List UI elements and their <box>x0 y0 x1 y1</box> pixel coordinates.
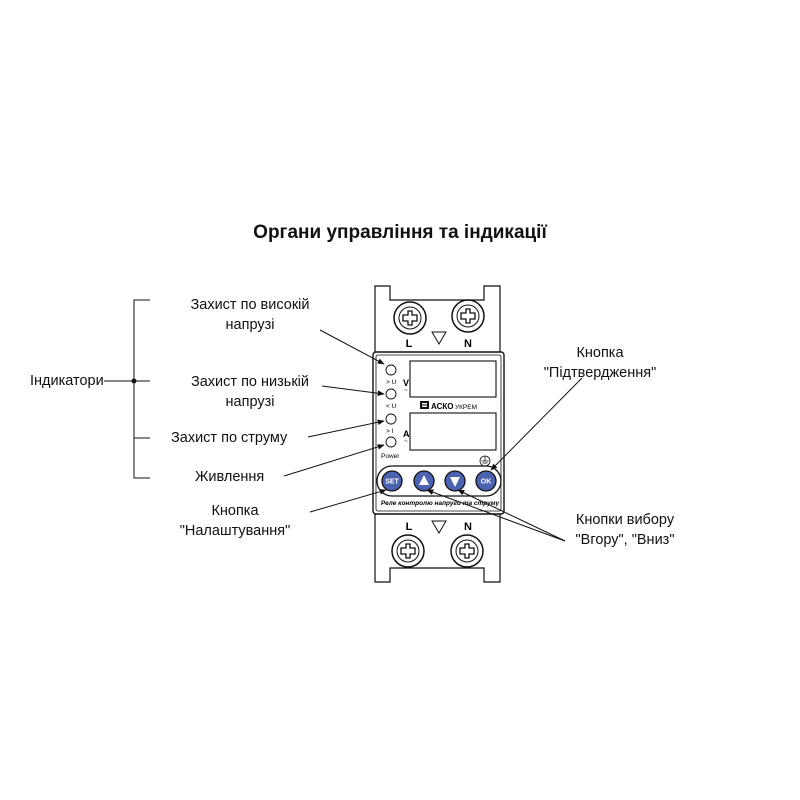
led-label-power: Power <box>381 453 400 460</box>
label-high-voltage-line2: напрузі <box>225 317 275 333</box>
label-low-voltage: Захист по низькій напрузі <box>160 372 340 412</box>
led-low-voltage <box>385 388 397 400</box>
down-arrow-icon <box>450 477 460 487</box>
label-indicators: Індикатори <box>30 373 104 389</box>
led-label-low-voltage: < U <box>386 403 397 410</box>
led-label-current: > I <box>386 428 394 435</box>
label-updown-buttons: Кнопки вибору "Вгору", "Вниз" <box>545 510 705 550</box>
ok-button[interactable] <box>475 470 497 492</box>
display-voltage <box>409 360 497 398</box>
device-footer-text: Реле контролю напруги та струму <box>381 500 500 507</box>
label-low-voltage-line1: Захист по низькій <box>190 374 309 390</box>
label-updown-line1: Кнопки вибору <box>575 512 675 528</box>
button-panel <box>376 465 502 497</box>
brand-logo: АСКО УКРЕМ <box>420 401 477 411</box>
label-updown-line2: "Вгору", "Вниз" <box>575 532 675 548</box>
led-label-high-voltage: > U <box>386 379 397 386</box>
up-button-leader <box>426 489 566 542</box>
label-low-voltage-line2: напрузі <box>225 394 275 410</box>
led-current <box>385 413 397 425</box>
label-set-button: Кнопка "Налаштування" <box>160 501 310 541</box>
label-ok-button: Кнопка "Підтвердження" <box>515 343 685 383</box>
label-set-button-line1: Кнопка <box>211 503 259 519</box>
label-set-button-line2: "Налаштування" <box>179 523 291 539</box>
indicator-bracket <box>133 299 150 479</box>
unit-voltage: V <box>403 378 409 388</box>
brand-suffix: УКРЕМ <box>455 404 477 411</box>
label-ok-button-line1: Кнопка <box>576 345 624 361</box>
low-voltage-leader <box>321 385 385 396</box>
callout-lines <box>104 299 583 542</box>
triangle-top-icon <box>431 331 447 345</box>
label-power: Живлення <box>195 469 265 485</box>
current-leader <box>307 419 385 438</box>
power-leader <box>283 444 385 477</box>
terminal-screw-top-right <box>451 299 485 333</box>
label-current: Захист по струму <box>171 430 288 446</box>
terminal-screw-bottom-right <box>450 534 484 568</box>
unit-current-wave: ~ <box>404 438 408 445</box>
terminal-label-top-n: N <box>464 338 472 350</box>
label-high-voltage: Захист по високій напрузі <box>160 295 340 335</box>
ok-button-leader <box>490 377 583 471</box>
display-current <box>409 412 497 451</box>
bracket-junction-dot <box>131 378 137 384</box>
label-high-voltage-line1: Захист по високій <box>190 297 310 313</box>
label-ok-button-line2: "Підтвердження" <box>543 365 657 381</box>
led-power <box>385 436 397 448</box>
unit-current: A <box>403 429 410 439</box>
led-high-voltage <box>385 364 397 376</box>
diagram-title: Органи управління та індикації <box>253 222 547 243</box>
terminal-label-bottom-l: L <box>406 521 413 533</box>
terminal-screw-bottom-left <box>391 534 425 568</box>
up-arrow-icon <box>419 475 429 485</box>
terminal-label-bottom-n: N <box>464 521 472 533</box>
triangle-bottom-icon <box>431 520 447 534</box>
brand-name: АСКО <box>431 402 453 411</box>
ok-button-label: OK <box>481 479 492 486</box>
high-voltage-leader <box>319 329 385 365</box>
set-button-label: SET <box>385 479 399 486</box>
terminal-label-top-l: L <box>406 338 413 350</box>
terminal-screw-top-left <box>393 301 427 335</box>
set-button[interactable] <box>381 470 403 492</box>
unit-voltage-wave: ~ <box>404 387 408 394</box>
set-button-leader <box>309 489 387 513</box>
down-button-leader <box>457 489 566 542</box>
